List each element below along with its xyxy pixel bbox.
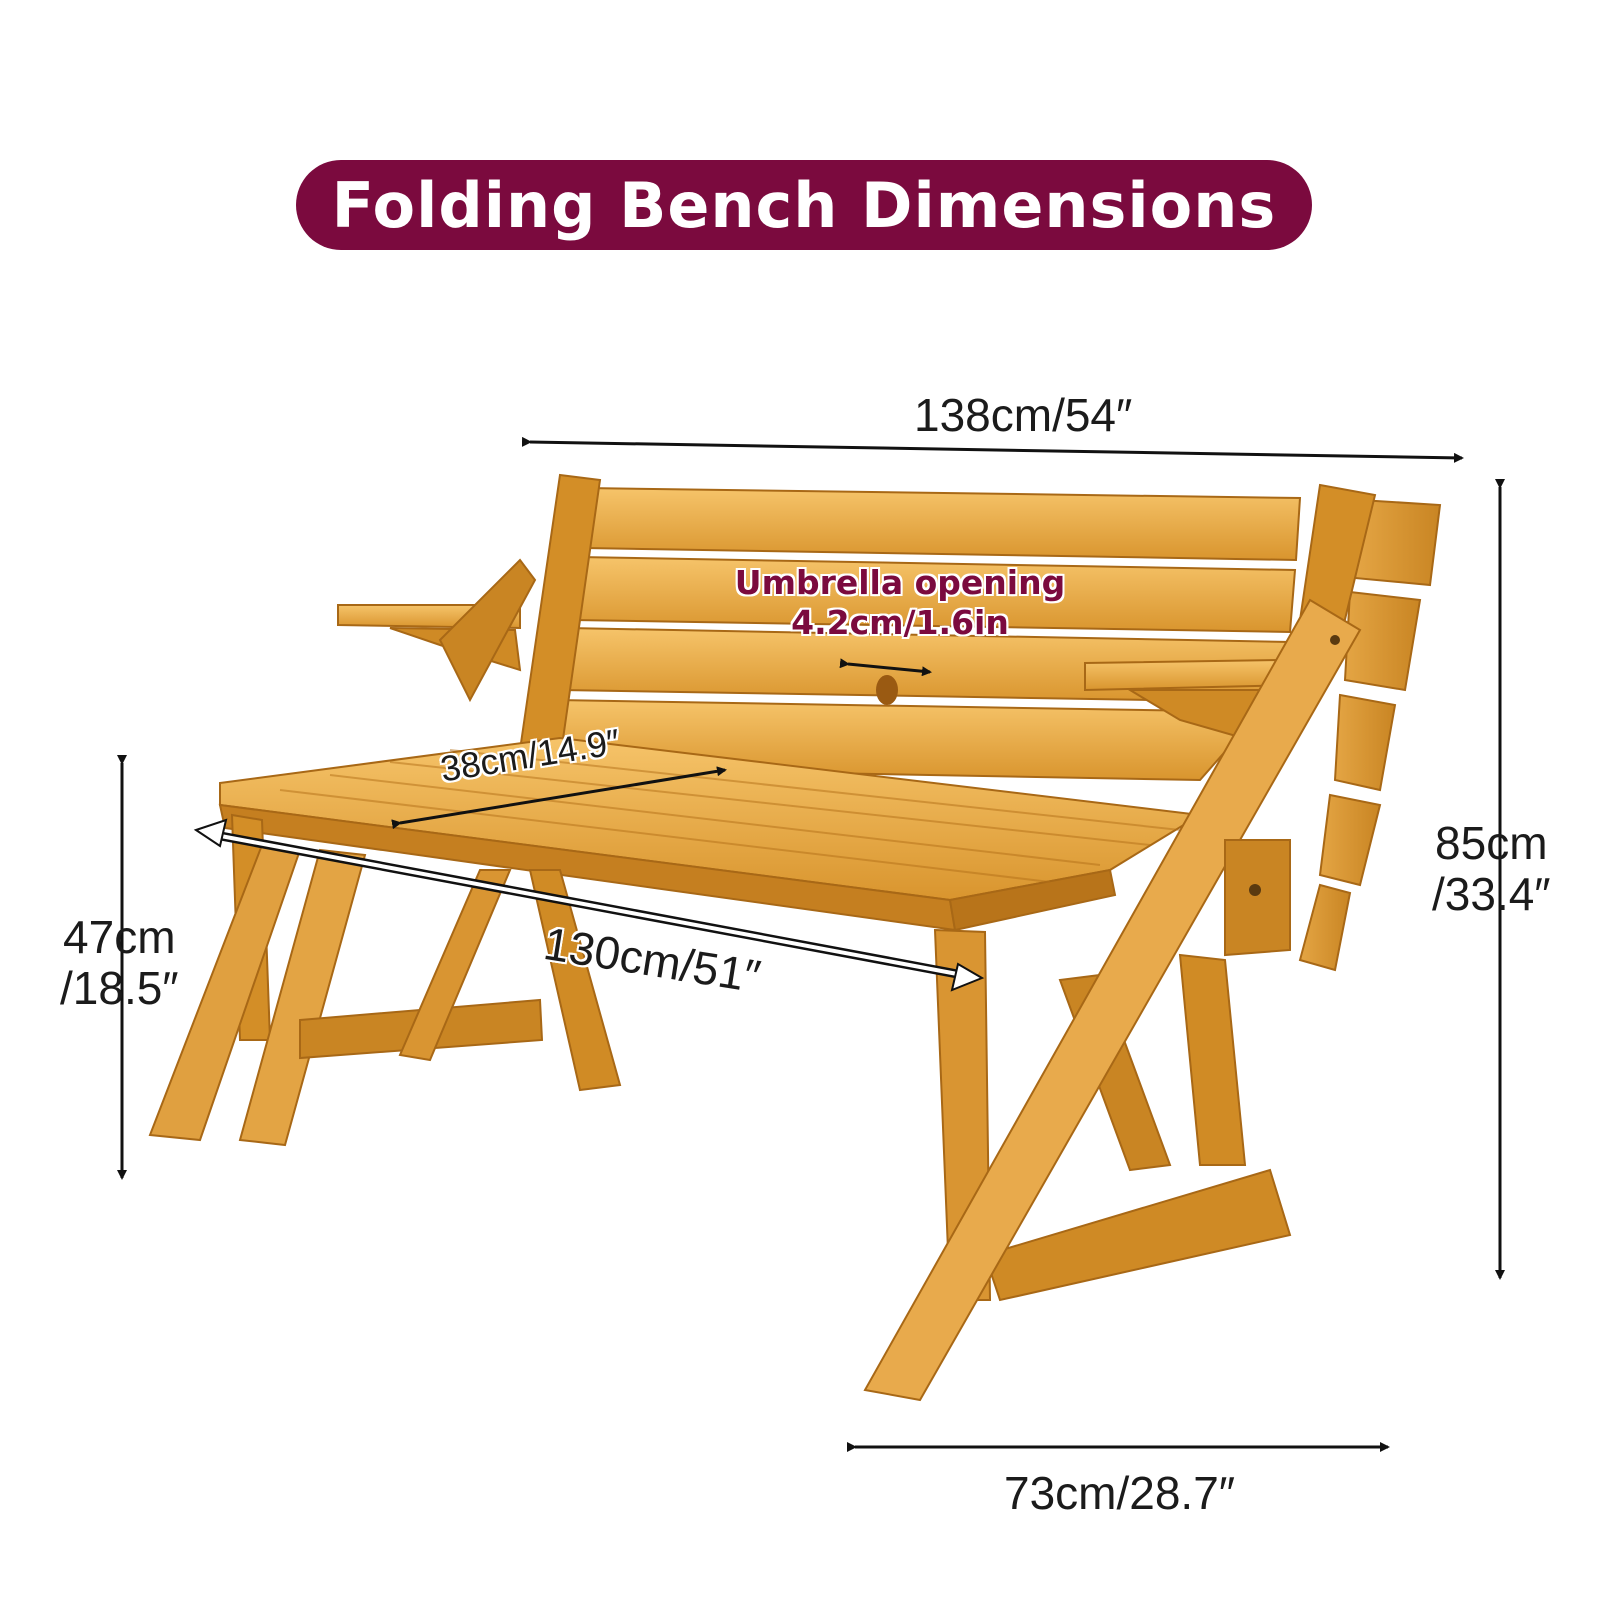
seat-depth-arrow	[391, 766, 727, 830]
seat-length-arrow	[193, 818, 985, 992]
dimension-arrows	[117, 436, 1505, 1452]
umbrella-hole	[876, 675, 898, 705]
title-banner: Folding Bench Dimensions	[296, 160, 1312, 250]
umbrella-opening-size: 4.2cm/1.6in	[791, 602, 1009, 642]
page-title: Folding Bench Dimensions	[331, 168, 1277, 242]
height-label-cm: 85cm	[1435, 817, 1548, 869]
umbrella-arrow	[839, 658, 932, 677]
overall-width-arrow	[521, 436, 1464, 463]
seat-height-label-in: /18.5″	[60, 961, 179, 1014]
height-label-in: /33.4″	[1432, 867, 1551, 920]
left-armrest	[337, 473, 602, 762]
umbrella-opening-title: Umbrella opening	[734, 563, 1066, 602]
seat-height-label: 47cm /18.5″	[60, 912, 179, 1013]
base-depth-label: 73cm/28.7″	[1004, 1467, 1236, 1519]
umbrella-opening-label: Umbrella opening 4.2cm/1.6in	[720, 563, 1080, 642]
right-legs	[863, 598, 1362, 1402]
seat-height-label-cm: 47cm	[63, 911, 176, 963]
overall-width-label: 138cm/54″	[914, 389, 1133, 441]
height-label: 85cm /33.4″	[1432, 818, 1551, 919]
left-legs	[148, 813, 622, 1147]
